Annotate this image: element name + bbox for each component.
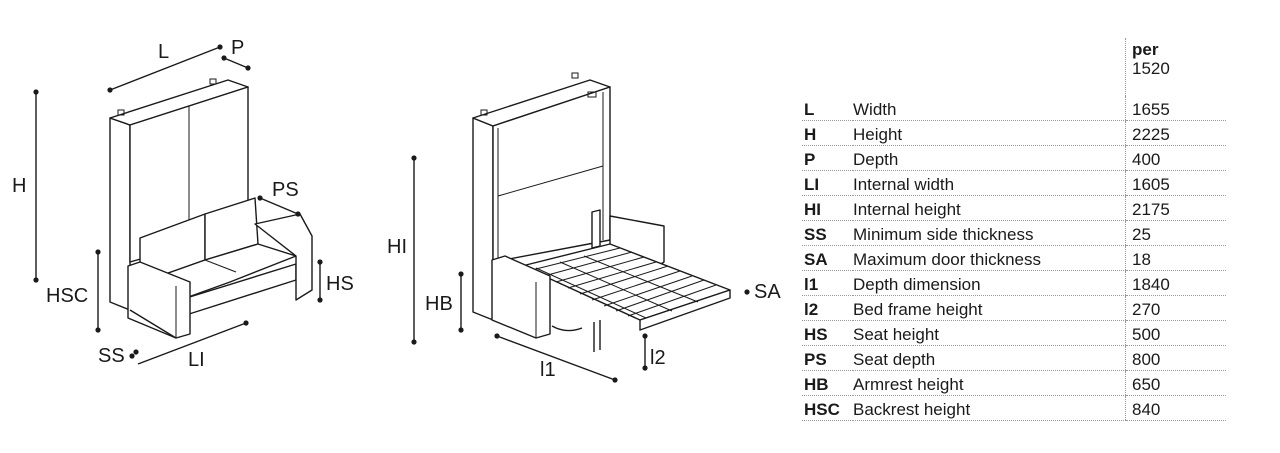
row-value: 2175 <box>1125 195 1226 221</box>
row-code: P <box>802 145 853 171</box>
row-label: Height <box>853 120 1126 146</box>
row-value: 800 <box>1125 345 1226 371</box>
row-label: Depth <box>853 145 1126 171</box>
row-code: L <box>802 96 853 121</box>
row-label: Minimum side thickness <box>853 220 1126 246</box>
row-value: 1605 <box>1125 170 1226 196</box>
label-LI: LI <box>188 349 205 371</box>
label-L: L <box>158 41 169 63</box>
row-value: 1655 <box>1125 96 1226 121</box>
spec-header-title: per <box>1132 40 1159 59</box>
spec-header-value: 1520 <box>1132 59 1170 78</box>
label-HSC: HSC <box>46 285 88 307</box>
label-l1: l1 <box>540 359 556 381</box>
row-value: 270 <box>1125 295 1226 321</box>
row-label: Maximum door thickness <box>853 245 1126 271</box>
label-HS: HS <box>326 273 354 295</box>
row-value: 400 <box>1125 145 1226 171</box>
row-value: 840 <box>1125 395 1226 421</box>
label-PS: PS <box>272 179 299 201</box>
row-code: HS <box>802 320 853 346</box>
label-H: H <box>12 175 26 197</box>
row-label: Seat height <box>853 320 1126 346</box>
label-HB: HB <box>425 293 453 315</box>
row-code: HI <box>802 195 853 221</box>
row-label: Bed frame height <box>853 295 1126 321</box>
label-SA: SA <box>754 281 781 303</box>
row-code: l1 <box>802 270 853 296</box>
row-code: H <box>802 120 853 146</box>
row-code: SA <box>802 245 853 271</box>
label-SS: SS <box>98 345 125 367</box>
open-bed-drawing: HI HB SA l1 l2 <box>387 72 781 383</box>
row-label: Backrest height <box>853 395 1126 421</box>
row-code: HSC <box>802 395 853 421</box>
row-value: 25 <box>1125 220 1226 246</box>
row-code: PS <box>802 345 853 371</box>
row-label: Width <box>853 96 1126 121</box>
row-value: 2225 <box>1125 120 1226 146</box>
label-HI: HI <box>387 236 407 258</box>
row-value: 1840 <box>1125 270 1226 296</box>
row-value: 650 <box>1125 370 1226 396</box>
sofa-cabinet-drawing: L P H PS HS HSC SS LI <box>12 37 354 371</box>
technical-drawings: L P H PS HS HSC SS LI <box>12 37 781 383</box>
row-label: Armrest height <box>853 370 1126 396</box>
row-code: SS <box>802 220 853 246</box>
row-value: 500 <box>1125 320 1226 346</box>
row-code: l2 <box>802 295 853 321</box>
label-l2: l2 <box>650 347 666 369</box>
label-P: P <box>231 37 244 59</box>
row-value: 18 <box>1125 245 1226 271</box>
row-code: LI <box>802 170 853 196</box>
row-label: Internal height <box>853 195 1126 221</box>
row-label: Depth dimension <box>853 270 1126 296</box>
row-code: HB <box>802 370 853 396</box>
row-label: Seat depth <box>853 345 1126 371</box>
spec-table-header: per 1520 <box>802 38 1226 96</box>
row-label: Internal width <box>853 170 1126 196</box>
